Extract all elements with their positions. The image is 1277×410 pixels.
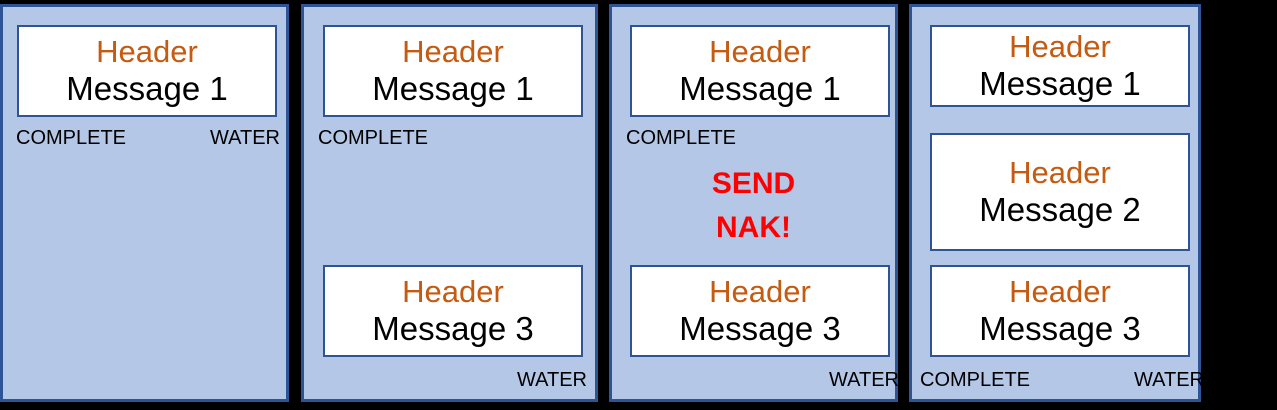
panel-2: Header Message 1 COMPLETE Header Message… <box>301 4 598 402</box>
message-box-1[interactable]: Header Message 1 <box>17 25 277 117</box>
message-body-label: Message 1 <box>679 70 841 107</box>
tag-water: WATER <box>1134 369 1204 391</box>
panel-3: Header Message 1 COMPLETE SEND NAK! Head… <box>609 4 899 402</box>
message-header-label: Header <box>1009 274 1111 309</box>
message-body-label: Message 1 <box>66 70 228 107</box>
message-box-3[interactable]: Header Message 3 <box>323 265 583 357</box>
tag-water: WATER <box>517 369 587 391</box>
message-box-1[interactable]: Header Message 1 <box>323 25 583 117</box>
tag-water: WATER <box>829 369 899 391</box>
message-body-label: Message 1 <box>979 65 1141 102</box>
message-body-label: Message 3 <box>979 310 1141 347</box>
message-body-label: Message 1 <box>372 70 534 107</box>
message-header-label: Header <box>1009 155 1111 190</box>
message-box-3[interactable]: Header Message 3 <box>930 265 1190 357</box>
message-body-label: Message 3 <box>372 310 534 347</box>
message-box-2[interactable]: Header Message 2 <box>930 133 1190 251</box>
tag-complete: COMPLETE <box>626 127 737 149</box>
message-header-label: Header <box>402 274 504 309</box>
tag-complete: COMPLETE <box>920 369 1031 391</box>
message-header-label: Header <box>96 34 198 69</box>
message-body-label: Message 2 <box>979 191 1141 228</box>
panel-1: Header Message 1 COMPLETE WATER <box>0 4 289 402</box>
tag-complete: COMPLETE <box>318 127 429 149</box>
send-nak-alert: SEND NAK! <box>711 167 796 244</box>
tag-water: WATER <box>210 127 280 149</box>
message-body-label: Message 3 <box>679 310 841 347</box>
message-box-1[interactable]: Header Message 1 <box>930 25 1190 107</box>
panel-4: Header Message 1 Header Message 2 Header… <box>909 4 1204 402</box>
tag-complete: COMPLETE <box>16 127 127 149</box>
message-header-label: Header <box>1009 29 1111 64</box>
message-header-label: Header <box>709 274 811 309</box>
message-box-3[interactable]: Header Message 3 <box>630 265 890 357</box>
message-header-label: Header <box>709 34 811 69</box>
message-header-label: Header <box>402 34 504 69</box>
message-box-1[interactable]: Header Message 1 <box>630 25 890 117</box>
